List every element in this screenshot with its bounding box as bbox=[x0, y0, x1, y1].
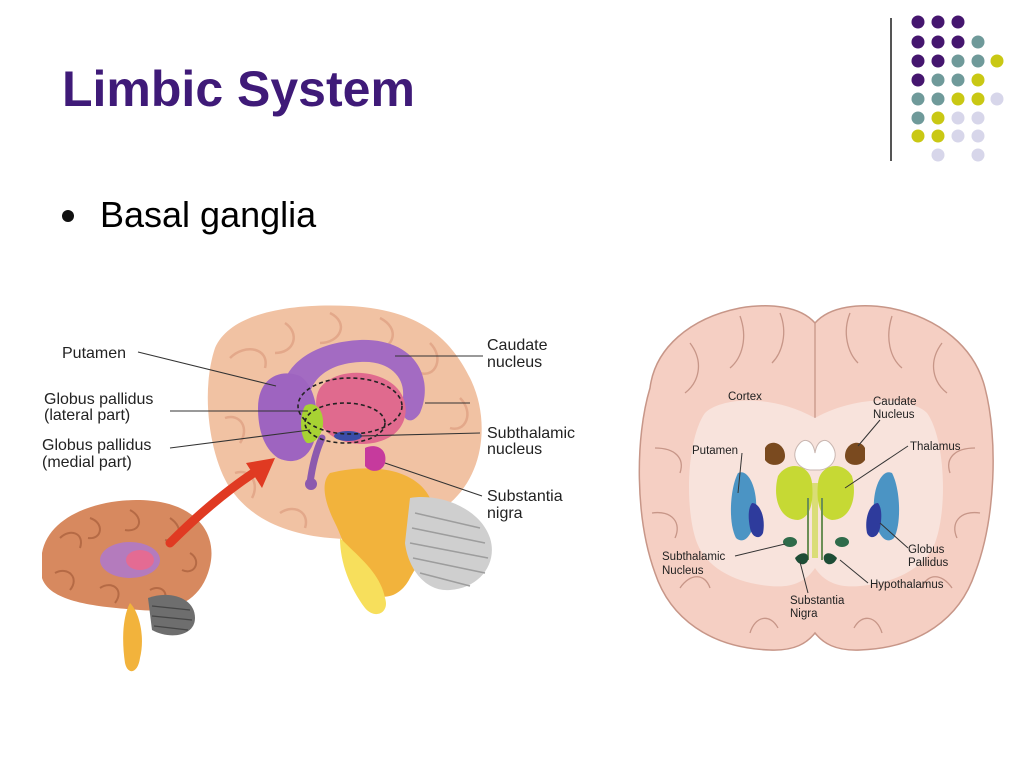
coronal-section-diagram: Cortex Caudate Nucleus Thalamus Putamen … bbox=[638, 305, 994, 651]
label-cortex: Cortex bbox=[728, 391, 762, 403]
label-gp-lateral-1: Globus pallidus bbox=[44, 391, 153, 408]
third-ventricle bbox=[812, 483, 818, 558]
coronal-leader-lines bbox=[734, 419, 909, 594]
deco-dot bbox=[990, 54, 1004, 68]
deco-dot bbox=[911, 73, 925, 87]
deco-dot bbox=[911, 129, 925, 143]
amygdala-shape bbox=[305, 478, 317, 490]
subthalamic-nucleus-shape bbox=[334, 431, 362, 441]
label-caudate-1: Caudate bbox=[873, 396, 916, 408]
deco-dot bbox=[931, 54, 945, 68]
zoom-arrowhead bbox=[246, 458, 275, 488]
label-substantia-2: Nigra bbox=[790, 608, 818, 620]
dashed-outlines bbox=[297, 377, 403, 444]
deco-dot bbox=[931, 35, 945, 49]
label-substantia-2: nigra bbox=[487, 505, 523, 522]
small-cerebellum bbox=[148, 594, 195, 636]
deco-dot bbox=[931, 15, 945, 29]
deco-dot bbox=[931, 111, 945, 125]
substantia-nigra-left bbox=[795, 553, 809, 565]
slide-title: Limbic System bbox=[62, 61, 415, 117]
deco-dot bbox=[971, 35, 985, 49]
deco-dot bbox=[911, 54, 925, 68]
caudate-nucleus-shape bbox=[281, 339, 425, 421]
small-brain-gyri bbox=[54, 509, 198, 604]
label-subthalamic-1: Subthalamic bbox=[487, 425, 575, 442]
label-globus-2: Pallidus bbox=[908, 557, 949, 569]
deco-dot bbox=[990, 92, 1004, 106]
deco-dot bbox=[931, 92, 945, 106]
brainstem-shape bbox=[324, 468, 434, 597]
substantia-nigra-shape bbox=[365, 446, 386, 471]
decorative-divider bbox=[890, 18, 892, 161]
bullet-dot-icon bbox=[62, 210, 74, 222]
label-putamen: Putamen bbox=[62, 345, 126, 362]
deco-dot bbox=[951, 54, 965, 68]
deco-dot bbox=[971, 148, 985, 162]
caudate-nucleus-right bbox=[845, 442, 865, 465]
deco-dot bbox=[971, 54, 985, 68]
deco-dot bbox=[931, 129, 945, 143]
lateral-ventricles bbox=[794, 440, 836, 471]
deco-dot bbox=[971, 73, 985, 87]
zoom-arrow bbox=[165, 465, 263, 548]
label-gp-medial-1: Globus pallidus bbox=[42, 437, 151, 454]
label-substantia-1: Substantia bbox=[487, 488, 563, 505]
label-thalamus: Thalamus bbox=[910, 441, 961, 453]
thalamus-shape bbox=[316, 372, 406, 445]
brainstem-lower bbox=[340, 538, 386, 615]
deco-dot bbox=[931, 73, 945, 87]
midline-structure bbox=[807, 498, 823, 560]
label-globus-1: Globus bbox=[908, 544, 945, 556]
basal-ganglia-3d-illustration: Putamen Globus pallidus (lateral part) G… bbox=[42, 305, 575, 672]
globus-pallidus-right bbox=[866, 503, 882, 538]
substantia-nigra-right bbox=[823, 553, 837, 565]
deco-dot bbox=[951, 15, 965, 29]
deco-dot bbox=[911, 15, 925, 29]
deco-dot bbox=[951, 73, 965, 87]
deco-dot bbox=[911, 92, 925, 106]
label-hypothalamus: Hypothalamus bbox=[870, 579, 944, 591]
small-brain-thalamus bbox=[126, 550, 154, 570]
deco-dot bbox=[971, 111, 985, 125]
decorative-dot-grid bbox=[911, 15, 1004, 162]
subthalamic-nucleus-right bbox=[835, 537, 849, 547]
small-brain-stem bbox=[123, 603, 142, 672]
globus-pallidus-shape bbox=[301, 404, 324, 444]
deco-dot bbox=[911, 35, 925, 49]
label-substantia-1: Substantia bbox=[790, 595, 845, 607]
coronal-sulci bbox=[651, 312, 981, 634]
label-putamen: Putamen bbox=[692, 445, 738, 457]
label-caudate-2: nucleus bbox=[487, 354, 542, 371]
label-subthalamic-1: Subthalamic bbox=[662, 551, 726, 563]
cerebellum-shape bbox=[405, 497, 492, 591]
label-subthalamic-2: nucleus bbox=[487, 441, 542, 458]
deco-dot bbox=[951, 129, 965, 143]
label-caudate-1: Caudate bbox=[487, 337, 548, 354]
deco-dot bbox=[971, 92, 985, 106]
deco-dot bbox=[951, 111, 965, 125]
deco-dot bbox=[951, 35, 965, 49]
leader-lines bbox=[137, 351, 483, 497]
bullet-text: Basal ganglia bbox=[100, 194, 317, 235]
subthalamic-nucleus-left bbox=[783, 537, 797, 547]
label-gp-lateral-2: (lateral part) bbox=[44, 407, 130, 424]
thalamus-left bbox=[776, 466, 813, 520]
bullet-item: Basal ganglia bbox=[62, 194, 316, 236]
deco-dot bbox=[951, 92, 965, 106]
thalamus-right bbox=[817, 466, 854, 520]
globus-pallidus-left bbox=[748, 503, 764, 538]
deco-dot bbox=[931, 148, 945, 162]
label-subthalamic-2: Nucleus bbox=[662, 565, 704, 577]
label-gp-medial-2: (medial part) bbox=[42, 454, 132, 471]
label-caudate-2: Nucleus bbox=[873, 409, 915, 421]
caudate-nucleus-left bbox=[765, 442, 785, 465]
deco-dot bbox=[911, 111, 925, 125]
deco-dot bbox=[971, 129, 985, 143]
